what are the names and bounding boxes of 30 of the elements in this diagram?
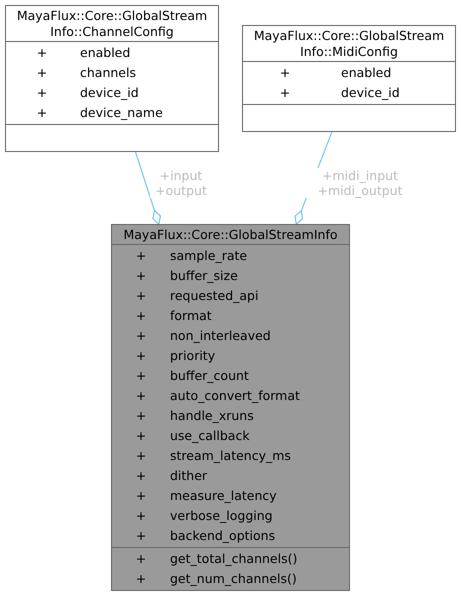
attribute-text: + device_name bbox=[36, 104, 164, 122]
attribute-text: + device_id bbox=[278, 84, 401, 102]
attribute-text: + buffer_size bbox=[134, 267, 239, 285]
attribute-text: + device_id bbox=[36, 84, 140, 102]
attribute-text: + buffer_count bbox=[134, 367, 250, 385]
class-box bbox=[111, 224, 350, 591]
class-name: MayaFlux::Core::GlobalStream Info::MidiConfig bbox=[243, 26, 455, 62]
attribute-text: + use_callback bbox=[134, 427, 251, 445]
class-box bbox=[242, 25, 456, 132]
attribute-text: + dither bbox=[134, 467, 208, 485]
attribute-text: + backend_options bbox=[134, 527, 276, 545]
attribute-text: + sample_rate bbox=[134, 247, 248, 265]
method-text: + get_num_channels() bbox=[134, 570, 298, 588]
attribute-text: + requested_api bbox=[134, 287, 260, 305]
attribute-text: + channels bbox=[36, 64, 137, 82]
attribute-text: + enabled bbox=[278, 64, 392, 82]
attribute-text: + verbose_logging bbox=[134, 507, 274, 525]
attribute-text: + handle_xruns bbox=[134, 407, 255, 425]
method-text: + get_total_channels() bbox=[134, 550, 298, 568]
attribute-text: + auto_convert_format bbox=[134, 387, 301, 405]
class-name: MayaFlux::Core::GlobalStream Info::ChannelConfig bbox=[6, 6, 218, 42]
class-box bbox=[5, 5, 219, 152]
class-name: MayaFlux::Core::GlobalStreamInfo bbox=[112, 225, 349, 245]
attribute-text: + non_interleaved bbox=[134, 327, 272, 345]
attribute-text: + stream_latency_ms bbox=[134, 447, 292, 465]
attribute-text: + format bbox=[134, 307, 213, 325]
attribute-text: + enabled bbox=[36, 44, 132, 62]
aggregation-line bbox=[135, 152, 161, 224]
attribute-text: + priority bbox=[134, 347, 216, 365]
attribute-text: + measure_latency bbox=[134, 487, 278, 505]
